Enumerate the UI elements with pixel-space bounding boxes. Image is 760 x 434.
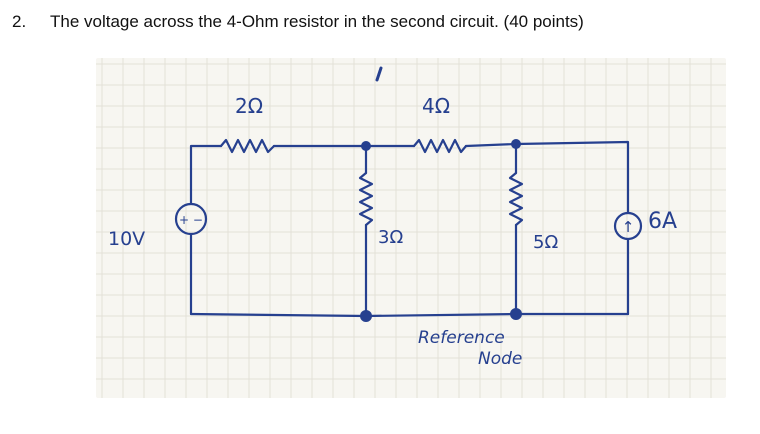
resistor-4-ohm bbox=[412, 138, 468, 154]
graph-paper-grid bbox=[96, 58, 726, 398]
label-10v: 10V bbox=[108, 228, 145, 250]
node-top-right bbox=[511, 139, 521, 149]
question-number: 2. bbox=[12, 12, 27, 31]
current-source-arrow: ↑ bbox=[622, 218, 635, 236]
label-3-ohm: 3Ω bbox=[378, 227, 403, 248]
label-2-ohm: 2Ω bbox=[235, 94, 263, 118]
node-bottom-middle bbox=[360, 310, 372, 322]
label-5-ohm: 5Ω bbox=[533, 232, 558, 253]
label-reference: Reference bbox=[418, 328, 505, 348]
voltage-source-polarity: + − bbox=[179, 213, 203, 227]
node-bottom-right bbox=[510, 308, 522, 320]
resistor-2-ohm bbox=[219, 138, 276, 154]
label-4-ohm: 4Ω bbox=[422, 94, 450, 118]
question-prompt: The voltage across the 4-Ohm resistor in… bbox=[50, 12, 584, 31]
node-top-middle bbox=[361, 141, 371, 151]
wire-bottom bbox=[189, 312, 630, 318]
resistor-5-ohm bbox=[508, 171, 524, 227]
wire-top-left bbox=[189, 144, 223, 205]
label-6a: 6A bbox=[648, 209, 677, 234]
current-source-circle bbox=[613, 211, 643, 241]
label-node: Node bbox=[478, 349, 522, 369]
resistor-3-ohm bbox=[358, 171, 374, 227]
circuit-diagram: + − ↑ 10V 2Ω 4Ω 3Ω 5Ω 6A Reference Node bbox=[96, 58, 726, 398]
pen-mark bbox=[375, 66, 383, 82]
voltage-source-circle bbox=[174, 202, 208, 236]
wire-top-right bbox=[464, 140, 630, 215]
circuit-figure: + − ↑ 10V 2Ω 4Ω 3Ω 5Ω 6A Reference Node bbox=[96, 58, 726, 398]
question-text: 2. The voltage across the 4-Ohm resistor … bbox=[12, 12, 584, 32]
